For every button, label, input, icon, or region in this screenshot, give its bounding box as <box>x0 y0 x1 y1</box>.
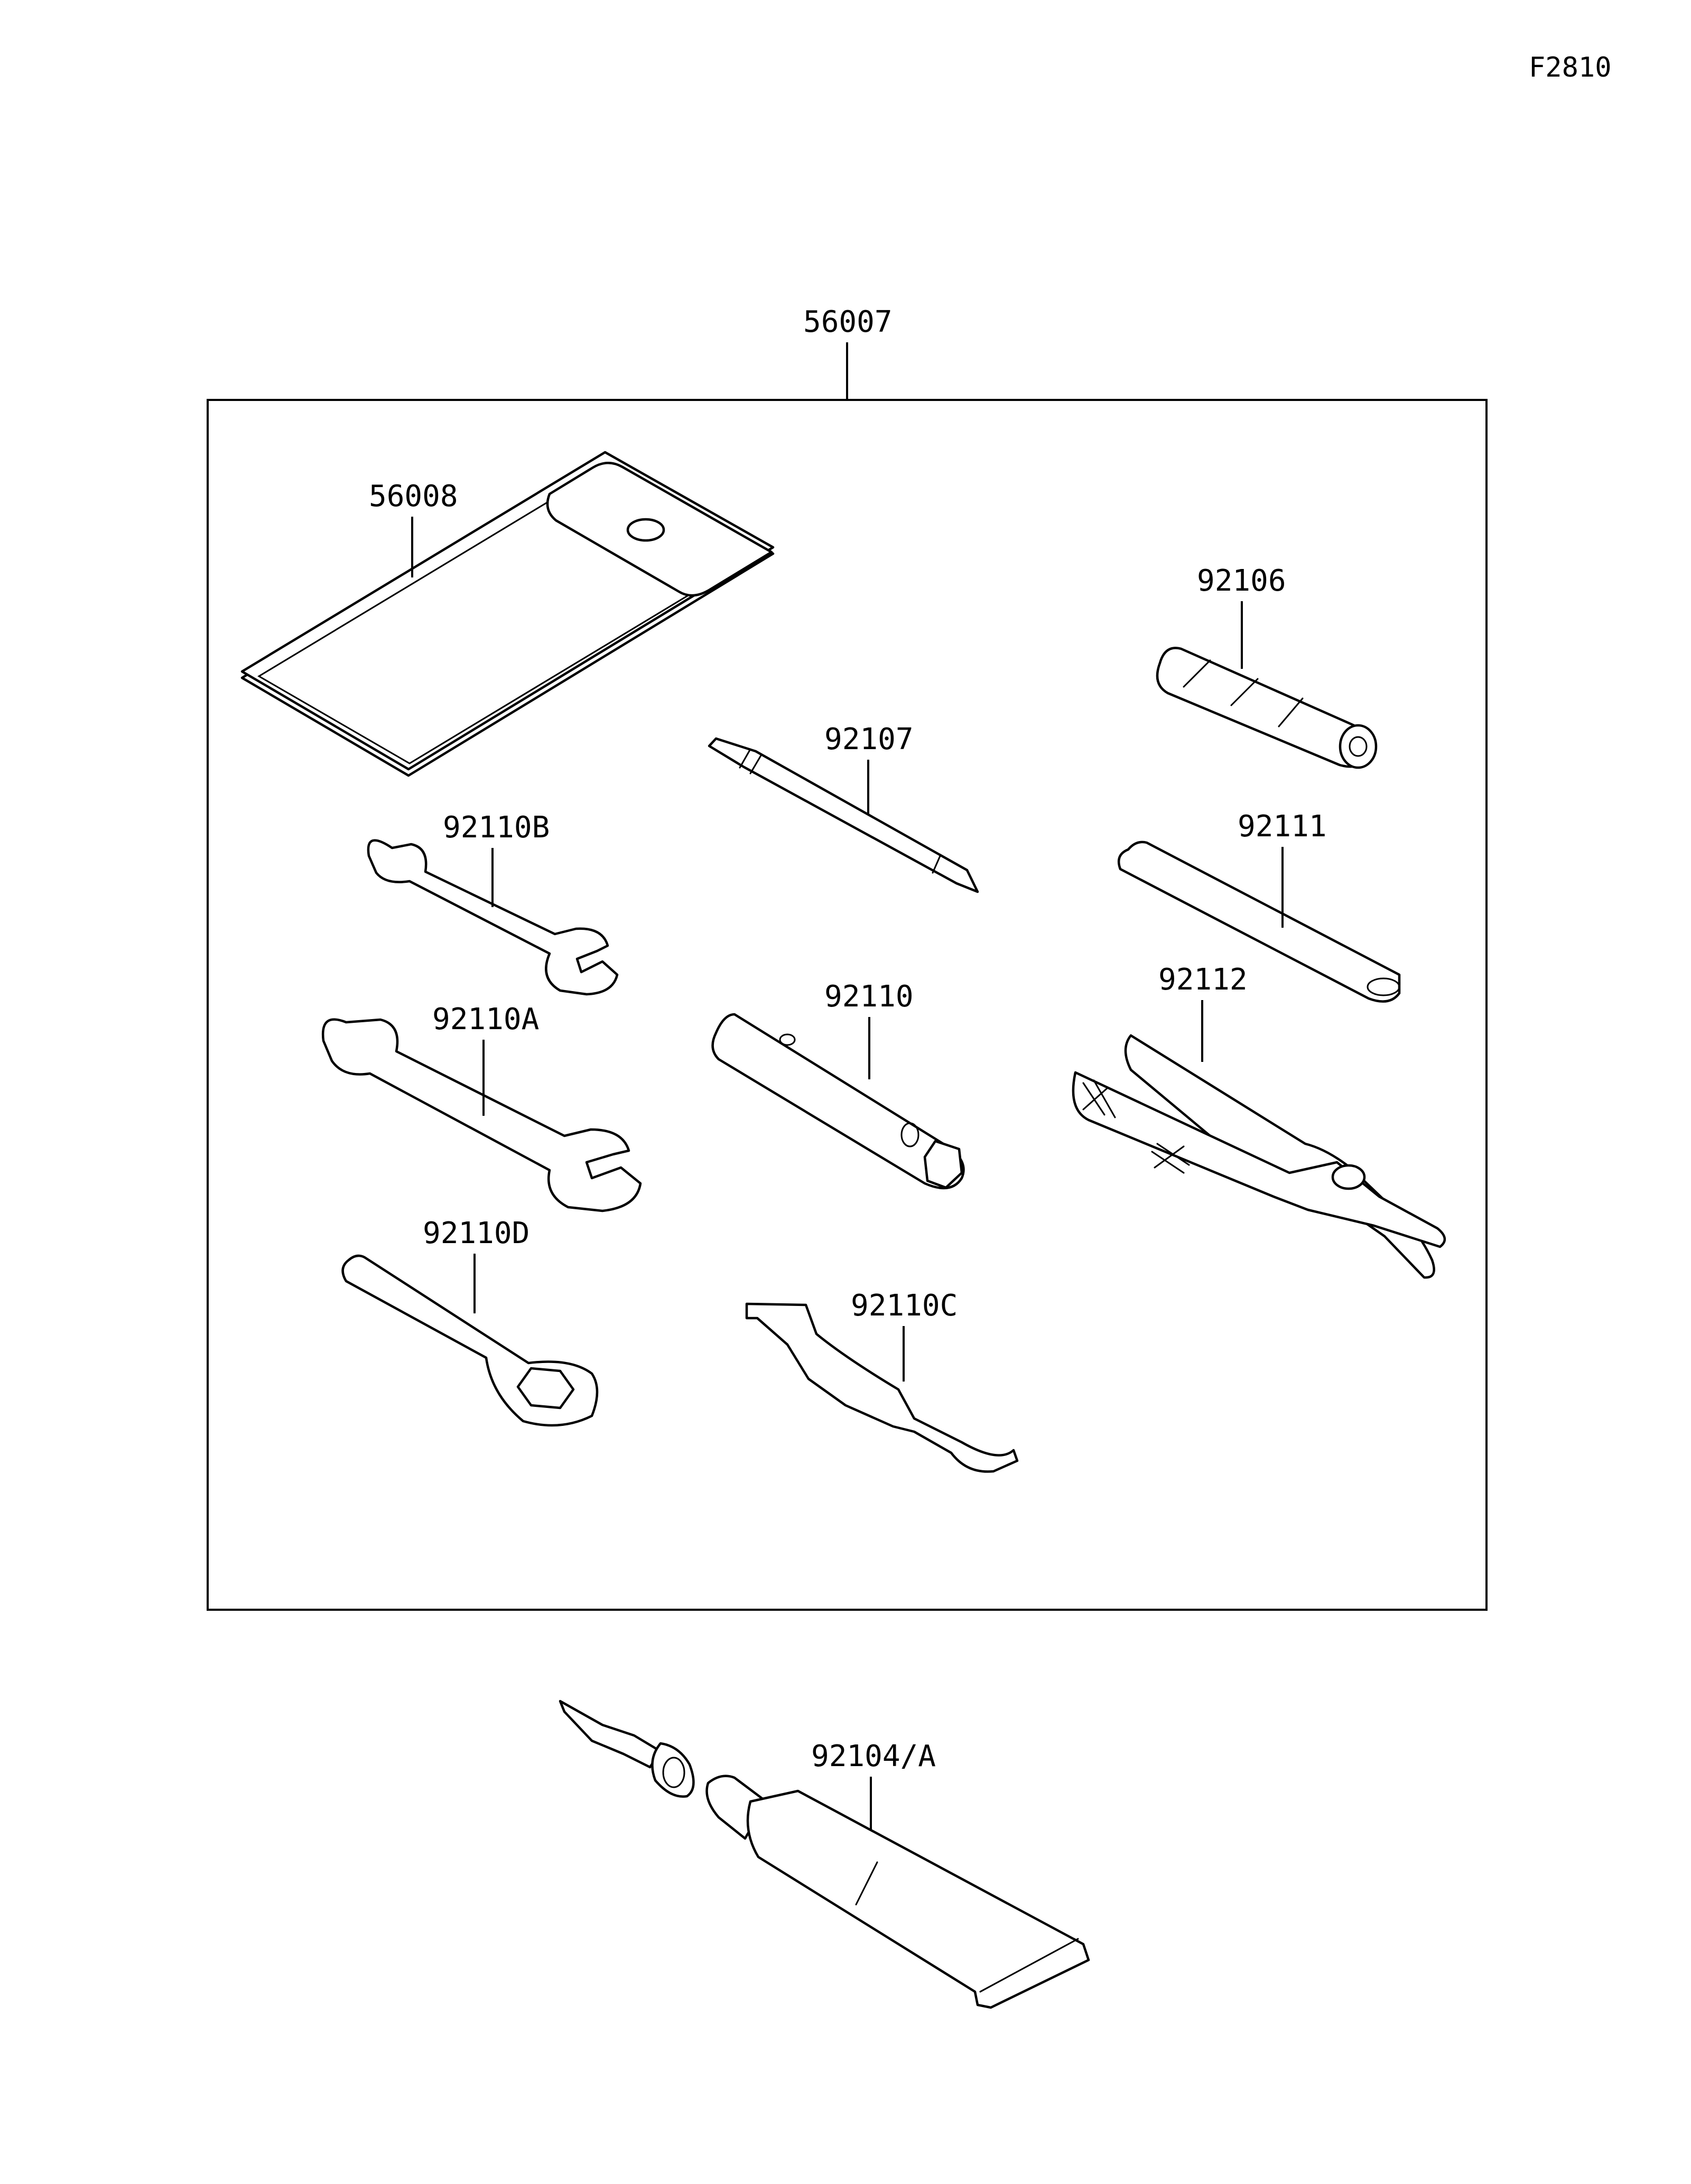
kit-frame <box>207 399 1488 1611</box>
hook-wrench-label: 92110C <box>851 1289 958 1323</box>
pliers-label: 92112 <box>1158 963 1248 997</box>
bar-label: 92111 <box>1238 809 1327 844</box>
grip-handle-icon <box>1156 647 1378 769</box>
ring-wrench-label: 92110D <box>423 1216 529 1250</box>
ring-wrench-icon <box>341 1254 599 1427</box>
wrench-a-label: 92110A <box>432 1002 539 1037</box>
wrench-b-label: 92110B <box>443 810 550 845</box>
case-label: 56008 <box>369 479 458 514</box>
grip-label: 92106 <box>1197 564 1286 598</box>
box-wrench-icon <box>711 1013 965 1190</box>
hook-wrench-icon <box>745 1302 1019 1473</box>
repair-kit-icon <box>559 1700 1090 2009</box>
screwdriver-label: 92107 <box>824 722 914 757</box>
pliers-icon <box>1072 1034 1446 1279</box>
open-wrench-large-icon <box>321 1018 642 1212</box>
box-wrench-label: 92110 <box>824 979 914 1014</box>
round-bar-icon <box>1117 841 1401 1003</box>
open-wrench-small-icon <box>367 839 619 996</box>
assembly-label: 56007 <box>803 305 893 339</box>
repair-kit-label: 92104/A <box>811 1739 936 1774</box>
figure-code: F2810 <box>1529 52 1612 83</box>
tool-case-icon <box>240 451 775 777</box>
screwdriver-icon <box>708 737 979 893</box>
